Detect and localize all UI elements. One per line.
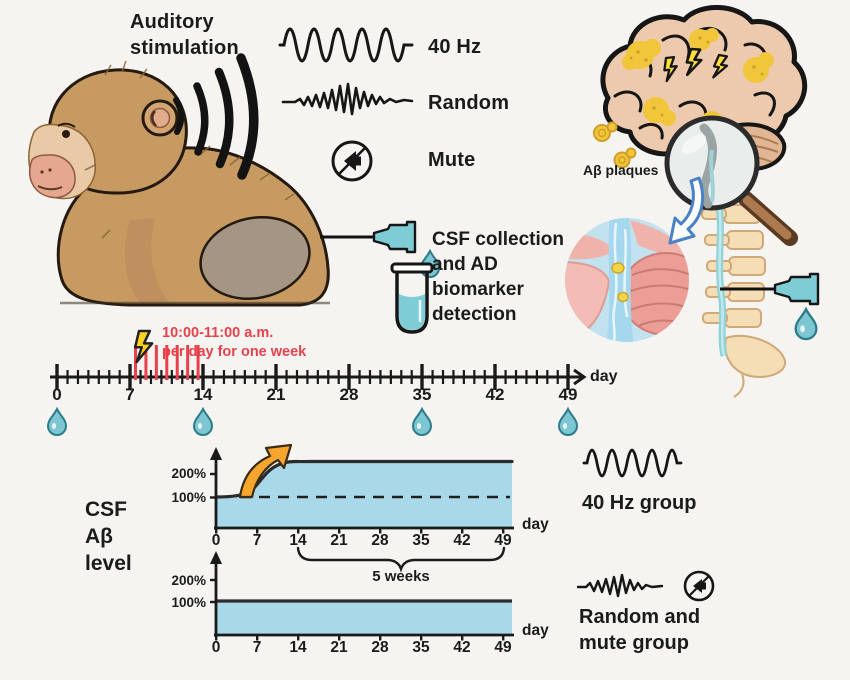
xtick: 42 bbox=[453, 532, 471, 549]
chart2-ytick-200: 200% bbox=[171, 573, 206, 588]
stimulation-schedule: 10:00-11:00 a.m. per day for one week bbox=[162, 324, 306, 362]
group-label-40hz: 40 Hz group bbox=[582, 492, 697, 514]
lumbar-needle-icon bbox=[720, 272, 820, 306]
gamma-lightning-icons bbox=[663, 47, 729, 83]
timeline-lightning-icon bbox=[133, 329, 154, 364]
xtick: 7 bbox=[252, 639, 262, 656]
chart-bottom bbox=[210, 551, 514, 641]
sampling-droplet-icons bbox=[46, 406, 579, 436]
timeline-tick-labels: 0 7 14 21 28 35 42 49 bbox=[39, 385, 586, 405]
chart2-day-label: day bbox=[522, 622, 549, 639]
xtick: 0 bbox=[211, 639, 221, 656]
test-tube-icon bbox=[390, 262, 434, 334]
chart2-xtick-labels: 0 7 14 21 28 35 42 49 bbox=[201, 639, 518, 657]
csf-collection-line1: CSF collection bbox=[432, 229, 564, 250]
csf-ab-level-label: CSF Aβ level bbox=[85, 496, 132, 577]
xtick: 14 bbox=[289, 532, 307, 549]
auditory-title-line1: Auditory bbox=[130, 11, 214, 33]
monkey-illustration bbox=[28, 60, 330, 307]
timeline-tick: 21 bbox=[266, 385, 286, 404]
timeline-tick: 35 bbox=[412, 385, 432, 404]
timeline-tick: 28 bbox=[339, 385, 359, 404]
chart-top bbox=[210, 443, 514, 534]
xtick: 49 bbox=[494, 639, 512, 656]
chart1-ytick-200: 200% bbox=[171, 466, 206, 481]
chart1-xtick-labels: 0 7 14 21 28 35 42 49 bbox=[201, 532, 518, 550]
chart1-ytick-100: 100% bbox=[171, 490, 206, 505]
xtick: 28 bbox=[371, 532, 389, 549]
chart1-day-label: day bbox=[522, 516, 549, 533]
csf-collection-label: CSF collection and AD biomarker detectio… bbox=[432, 227, 564, 327]
xtick: 21 bbox=[330, 639, 348, 656]
mute-legend-icon bbox=[683, 570, 715, 602]
auditory-title-line2: stimulation bbox=[130, 37, 239, 59]
sound-waves-icon bbox=[173, 53, 259, 180]
label-random: Random bbox=[428, 92, 510, 114]
csf-needle-icon bbox=[320, 220, 417, 254]
schedule-frequency: per day for one week bbox=[162, 344, 307, 360]
schedule-time: 10:00-11:00 a.m. bbox=[162, 325, 274, 341]
brain-illustration bbox=[593, 5, 808, 171]
xtick: 42 bbox=[453, 639, 471, 656]
group-label-line1: Random and bbox=[579, 606, 701, 628]
csf-inset-illustration bbox=[565, 218, 689, 342]
mute-icon bbox=[331, 140, 373, 182]
group-label-random-mute: Random and mute group bbox=[579, 604, 700, 656]
xtick: 0 bbox=[211, 532, 221, 549]
plaque-dots bbox=[593, 121, 637, 169]
sine-wave-icon bbox=[278, 27, 414, 63]
magnifier-icon bbox=[664, 115, 798, 246]
five-weeks-label: 5 weeks bbox=[372, 568, 430, 585]
xtick: 7 bbox=[252, 532, 262, 549]
chart2-ytick-100: 100% bbox=[171, 595, 206, 610]
ylabel-line2: Aβ bbox=[85, 525, 113, 548]
xtick: 28 bbox=[371, 639, 389, 656]
random-wave-legend-icon bbox=[576, 573, 664, 598]
ylabel-line1: CSF bbox=[85, 498, 127, 521]
random-wave-icon bbox=[281, 82, 414, 116]
label-mute: Mute bbox=[428, 149, 476, 171]
timeline-tick: 0 bbox=[52, 385, 62, 404]
label-40hz: 40 Hz bbox=[428, 36, 482, 58]
xtick: 21 bbox=[330, 532, 348, 549]
ab-plaques-label: Aβ plaques bbox=[583, 162, 659, 178]
timeline-tick: 7 bbox=[125, 385, 135, 404]
csf-collection-line2: and AD bbox=[432, 254, 498, 275]
xtick: 14 bbox=[289, 639, 307, 656]
auditory-stimulation-title: Auditory stimulation bbox=[130, 9, 239, 61]
timeline-tick: 14 bbox=[193, 385, 213, 404]
group-label-line2: mute group bbox=[579, 632, 689, 654]
xtick: 35 bbox=[412, 639, 430, 656]
zoom-arrow-icon bbox=[668, 176, 704, 245]
increase-arrow-icon bbox=[238, 443, 293, 499]
sine-wave-legend-icon bbox=[582, 448, 683, 478]
xtick: 35 bbox=[412, 532, 430, 549]
xtick: 49 bbox=[494, 532, 512, 549]
lumbar-droplet-icon bbox=[794, 306, 818, 341]
five-weeks-brace bbox=[296, 546, 506, 573]
csf-collection-line3: biomarker bbox=[432, 279, 524, 300]
csf-collection-line4: detection bbox=[432, 304, 517, 325]
ylabel-line3: level bbox=[85, 552, 132, 575]
timeline-axis bbox=[50, 345, 587, 390]
timeline-tick: 42 bbox=[485, 385, 505, 404]
timeline-day-label: day bbox=[590, 368, 618, 385]
timeline-tick: 49 bbox=[558, 385, 578, 404]
